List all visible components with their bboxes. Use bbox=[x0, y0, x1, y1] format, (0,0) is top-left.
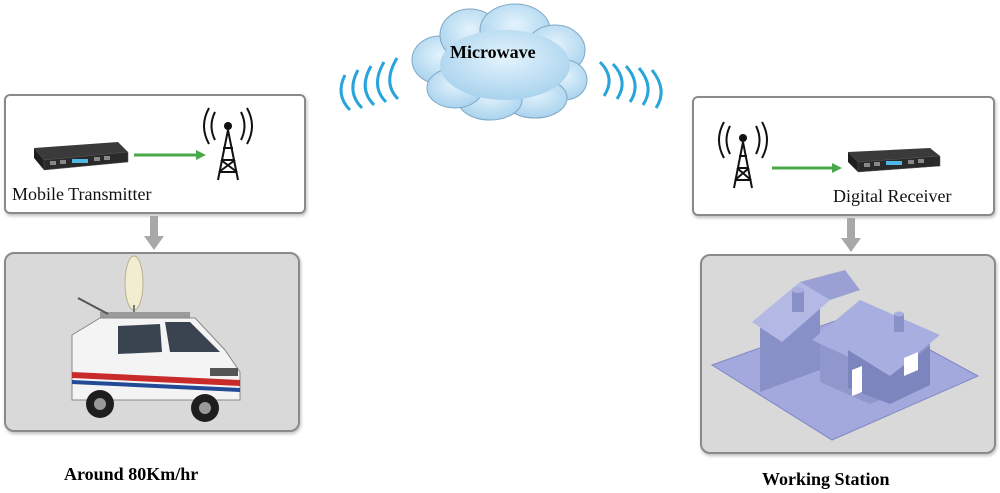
receiver-label: Digital Receiver bbox=[833, 186, 952, 206]
transmitter-label: Mobile Transmitter bbox=[12, 184, 152, 204]
cloud-label: Microwave bbox=[450, 42, 536, 62]
station-caption: Working Station bbox=[762, 469, 890, 489]
vehicle-caption: Around 80Km/hr bbox=[64, 464, 199, 484]
